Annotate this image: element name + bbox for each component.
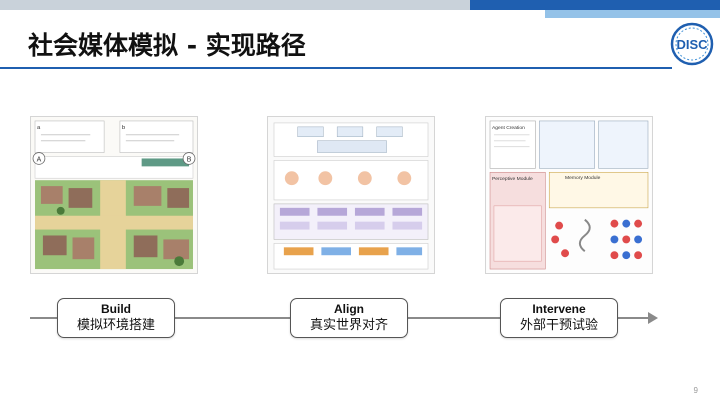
page-number: 9: [693, 386, 698, 395]
stage-intervene-en: Intervene: [532, 302, 586, 316]
timeline-arrow-icon: [648, 312, 658, 324]
thumb3-agent-creation: Agent Creation: [492, 125, 525, 131]
stage-align-zh: 真实世界对齐: [309, 318, 388, 333]
stage-intervene-zh: 外部干预试验: [519, 318, 598, 333]
build-screenshot: a b A B: [30, 116, 198, 274]
thumb3-memory-module: Memory Module: [565, 175, 601, 181]
thumb1-marker-a: A: [37, 156, 42, 163]
slide-title: 社会媒体模拟 - 实现路径: [28, 31, 306, 60]
align-screenshot: [267, 116, 435, 274]
stage-build-zh: 模拟环境搭建: [76, 318, 155, 333]
top-band: [0, 0, 720, 10]
intervene-screenshot: Agent Creation Perceptive Module Memory …: [485, 116, 653, 274]
stage-align-en: Align: [334, 302, 364, 316]
disc-logo: DISC: [670, 22, 714, 66]
thumb3-perceptive-module: Perceptive Module: [492, 176, 533, 182]
stage-align: Align 真实世界对齐: [290, 298, 408, 338]
thumb1-label-b-small: b: [122, 125, 126, 131]
stage-build: Build 模拟环境搭建: [57, 298, 175, 338]
logo-text: DISC: [676, 37, 708, 52]
thumb1-marker-b: B: [187, 156, 192, 163]
top-band-secondary: [0, 10, 720, 18]
title-underline: [0, 67, 672, 69]
stage-intervene: Intervene 外部干预试验: [500, 298, 618, 338]
stage-build-en: Build: [101, 302, 131, 316]
thumb1-label-a-small: a: [37, 125, 41, 131]
